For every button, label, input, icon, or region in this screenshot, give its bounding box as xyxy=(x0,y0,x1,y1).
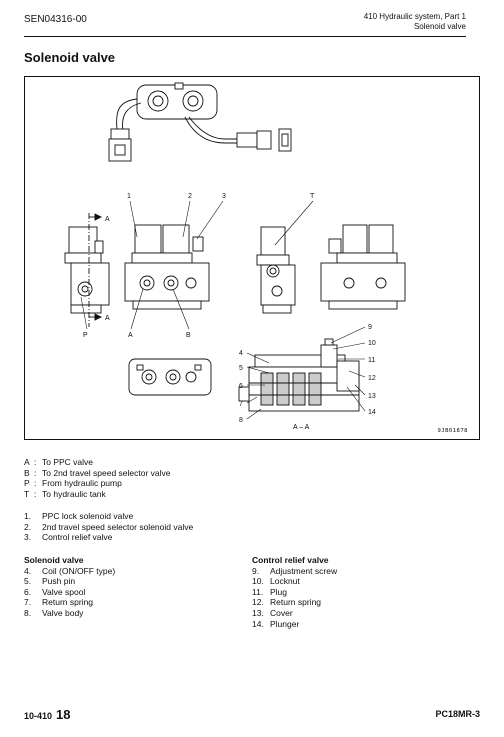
callout-10: 10 xyxy=(368,340,376,347)
list-item: 7.Return spring xyxy=(24,597,94,608)
list-item: 13.Cover xyxy=(252,607,293,618)
legend-key: B xyxy=(24,467,30,478)
parts-list: 1.PPC lock solenoid valve 2.2nd travel s… xyxy=(24,511,193,543)
callout-12: 12 xyxy=(368,375,376,382)
header-subsection-title: Solenoid valve xyxy=(413,22,466,31)
callout-14: 14 xyxy=(368,409,376,416)
callout-1: 1 xyxy=(127,193,131,200)
legend-key: A xyxy=(24,457,30,467)
callout-13: 13 xyxy=(368,393,376,400)
callout-2: 2 xyxy=(188,193,192,200)
list-item: 9.Adjustment screw xyxy=(252,565,338,576)
header-rule xyxy=(24,36,466,37)
ports-legend: A:To PPC valve B:To 2nd travel speed sel… xyxy=(24,457,171,499)
section-caption: A – A xyxy=(293,424,310,431)
list-item: 3.Control relief valve xyxy=(24,532,113,543)
callout-a-port: A xyxy=(128,332,133,339)
legend-text: From hydraulic pump xyxy=(42,478,122,489)
header-section-title: 410 Hydraulic system, Part 1 xyxy=(363,12,466,21)
rear-view xyxy=(320,224,406,310)
list-item: 6.Valve spool xyxy=(24,586,86,597)
section-heading: Solenoid valve xyxy=(24,555,84,565)
page-title: Solenoid valve xyxy=(24,50,116,65)
list-item: 2.2nd travel speed selector solenoid val… xyxy=(24,521,194,532)
legend-text: To hydraulic tank xyxy=(42,488,106,499)
legend-row: B:To 2nd travel speed selector valve xyxy=(24,467,171,478)
header-section: 410 Hydraulic system, Part 1 Solenoid va… xyxy=(364,12,466,32)
legend-row: T:To hydraulic tank xyxy=(24,488,106,499)
control-relief-valve-section: Control relief valve 9.Adjustment screw … xyxy=(252,555,337,629)
list-item: 1.PPC lock solenoid valve xyxy=(24,511,134,521)
side-view xyxy=(64,213,110,327)
page-number-value: 18 xyxy=(56,707,71,722)
callout-6: 6 xyxy=(239,383,243,390)
bottom-view xyxy=(128,358,212,396)
model-name: PC18MR-3 xyxy=(435,709,480,719)
callout-section-a-bottom: A xyxy=(105,315,110,322)
callout-section-a-top: A xyxy=(105,216,110,223)
callout-p: P xyxy=(83,332,88,339)
section-a-a-view xyxy=(238,338,360,412)
list-item: 12.Return spring xyxy=(252,597,322,608)
callout-4: 4 xyxy=(239,350,243,357)
legend-key: T xyxy=(24,488,30,499)
legend-row: A:To PPC valve xyxy=(24,457,94,467)
list-item: 8.Valve body xyxy=(24,607,84,618)
legend-row: P:From hydraulic pump xyxy=(24,478,122,489)
callout-8: 8 xyxy=(239,417,243,424)
legend-text: To 2nd travel speed selector valve xyxy=(42,467,171,478)
list-item: 5.Push pin xyxy=(24,576,76,587)
callout-3: 3 xyxy=(222,193,226,200)
document-code: SEN04316-00 xyxy=(24,14,87,25)
section-heading: Control relief valve xyxy=(252,555,329,565)
callout-11: 11 xyxy=(368,357,375,364)
assembly-perspective-view xyxy=(108,82,292,162)
legend-text: To PPC valve xyxy=(42,457,94,467)
solenoid-valve-drawing: 1 2 3 T A A P A B 4 5 6 7 8 9 10 11 12 1… xyxy=(64,82,406,431)
figure-id: 9JB01878 xyxy=(437,428,468,434)
page-prefix: 10-410 xyxy=(24,711,53,721)
callout-7: 7 xyxy=(239,401,243,408)
callout-9: 9 xyxy=(368,324,372,331)
solenoid-valve-section: Solenoid valve 4.Coil (ON/OFF type) 5.Pu… xyxy=(24,555,115,619)
list-item: 14.Plunger xyxy=(252,618,300,629)
front-view xyxy=(124,224,210,310)
figure-frame: 1 2 3 T A A P A B 4 5 6 7 8 9 10 11 12 1… xyxy=(24,76,480,440)
callout-b-port: B xyxy=(186,332,191,339)
legend-key: P xyxy=(24,478,30,489)
rear-side-view xyxy=(256,226,296,314)
list-item: 11.Plug xyxy=(252,586,288,597)
callout-t: T xyxy=(310,193,315,200)
list-item: 10.Locknut xyxy=(252,576,300,587)
list-item: 4.Coil (ON/OFF type) xyxy=(24,565,116,576)
callout-5: 5 xyxy=(239,365,243,372)
